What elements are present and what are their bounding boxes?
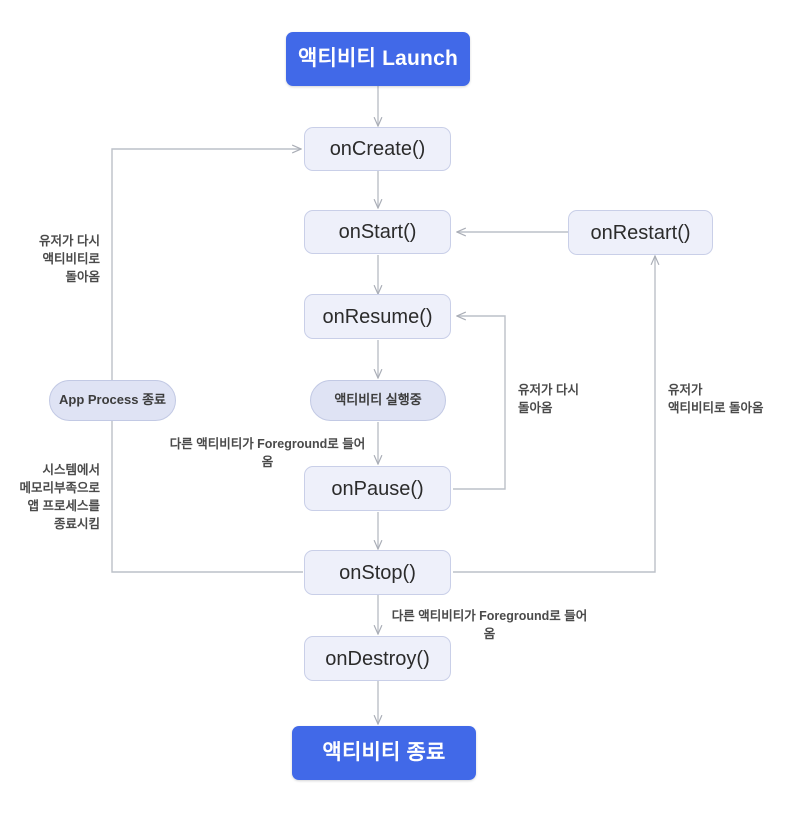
edge-label-foreground-destroy: 다른 액티비티가 Foreground로 들어옴 xyxy=(391,609,588,642)
node-label: onRestart() xyxy=(590,221,691,244)
node-label: onPause() xyxy=(331,477,424,500)
node-label: onCreate() xyxy=(329,138,426,160)
node-label: 액티비티 Launch xyxy=(298,47,458,71)
node-label: App Process 종료 xyxy=(58,392,166,408)
node-onstop: onStop() xyxy=(304,550,451,595)
node-label: onStop() xyxy=(339,561,416,584)
node-label: onResume() xyxy=(322,305,433,328)
node-label: onDestroy() xyxy=(325,647,430,670)
edge-label-foreground-pause: 다른 액티비티가 Foreground로 들어옴 xyxy=(169,437,366,470)
edge-onpause-to-onresume xyxy=(453,316,506,490)
edge-label-user-returns-right: 유저가 액티비티로 돌아옴 xyxy=(668,383,764,416)
edge-onstop-to-onrestart xyxy=(453,256,655,573)
node-onpause: onPause() xyxy=(304,466,451,511)
node-activity-running: 액티비티 실행중 xyxy=(310,380,446,421)
edge-label-memory-kill: 시스템에서 메모리부족으로 앱 프로세스를 종료시킴 xyxy=(19,463,100,532)
node-onresume: onResume() xyxy=(304,294,451,339)
edge-label-user-returns-mid: 유저가 다시 돌아옴 xyxy=(518,383,579,416)
edge-onstop-to-oncreate xyxy=(111,149,303,573)
node-onstart: onStart() xyxy=(304,210,451,254)
node-activity-launch: 액티비티 Launch xyxy=(286,32,470,86)
node-label: 액티비티 실행중 xyxy=(334,392,422,408)
node-activity-finish: 액티비티 종료 xyxy=(292,726,476,780)
node-ondestroy: onDestroy() xyxy=(304,636,451,681)
node-label: onStart() xyxy=(338,221,417,243)
edge-label-user-returns-left: 유저가 다시 액티비티로 돌아옴 xyxy=(39,234,100,285)
node-app-process-killed: App Process 종료 xyxy=(49,380,176,421)
node-label: 액티비티 종료 xyxy=(322,741,446,765)
node-oncreate: onCreate() xyxy=(304,127,451,171)
node-onrestart: onRestart() xyxy=(568,210,713,255)
